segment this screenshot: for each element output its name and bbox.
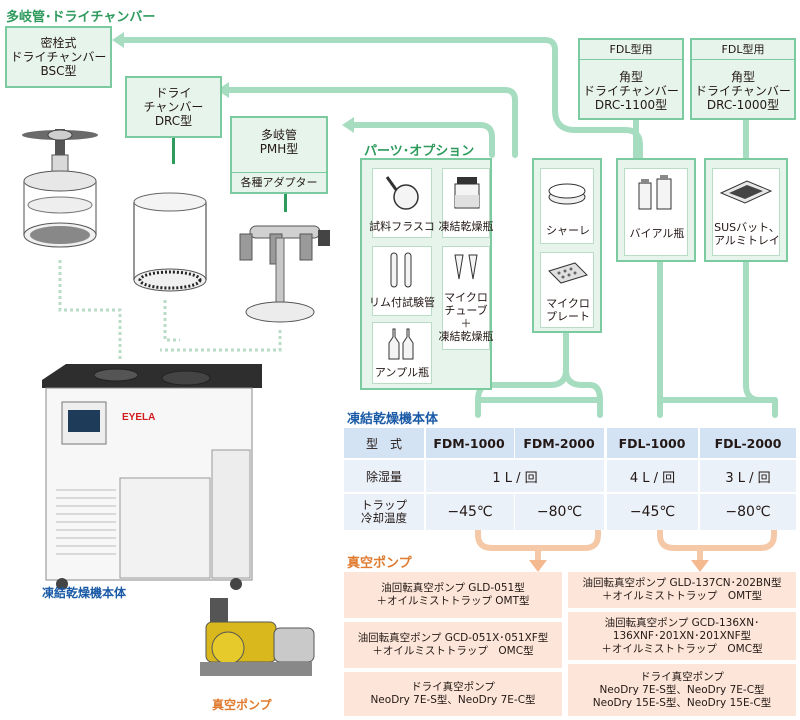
ampoule-label: アンプル瓶 <box>374 366 430 379</box>
part-petri: シャーレ <box>540 168 594 244</box>
pump-left-2: 油回転真空ポンプ GCD-051X･051XF型＋オイルミストトラップ OMC型 <box>344 622 562 668</box>
trap-temp-label: トラップ冷却温度 <box>361 498 407 525</box>
flask-label: 試料フラスコ <box>369 220 435 233</box>
flask-icon <box>385 176 419 210</box>
pump-right-1: 油回転真空ポンプ GLD-137CN･202BN型＋オイルミストトラップ OMT… <box>568 572 796 608</box>
microplate-icon <box>548 262 588 284</box>
model-fdm-1000: FDM-1000 <box>433 435 505 451</box>
drc-line-2: チャンバー <box>143 100 204 114</box>
dry-bottle-label: 凍結乾燥瓶 <box>438 220 494 233</box>
sus-tray-label: SUSバット、アルミトレイ <box>714 221 780 247</box>
pmh-manifold-label: 多岐管 PMH型 各種アダプター <box>230 116 328 194</box>
drc-chamber-label: ドライ チャンバー DRC型 <box>125 76 222 138</box>
bsc-line-1: 密栓式 <box>40 36 77 50</box>
pump-right-2: 油回転真空ポンプ GCD-136XN･136XNF･201XN･201XNF型＋… <box>568 612 796 660</box>
temp-fdl-2000: −80℃ <box>725 504 771 520</box>
main-unit-caption: 凍結乾燥機本体 <box>42 586 127 600</box>
drc1100-label: FDL型用 角型 ドライチャンバー DRC-1100型 <box>578 38 684 120</box>
model-fdl-2000: FDL-2000 <box>714 435 782 451</box>
drc1000-label: FDL型用 角型 ドライチャンバー DRC-1000型 <box>690 38 796 120</box>
vacuum-pump-section-title: 真空ポンプ <box>347 556 412 571</box>
drc1100-line-2: ドライチャンバー <box>583 84 679 98</box>
main-unit-section-title: 凍結乾燥機本体 <box>347 412 439 427</box>
pump-left-1: 油回転真空ポンプ GLD-051型＋オイルミストトラップ OMT型 <box>344 572 562 618</box>
microplate-label: マイクロプレート <box>546 297 590 323</box>
drc1100-tag: FDL型用 <box>580 43 682 60</box>
micro-tube-icon <box>454 254 478 280</box>
part-micro-tube: マイクロチューブ＋凍結乾燥瓶 <box>439 246 494 350</box>
petri-icon <box>548 183 586 205</box>
bsc-chamber-label: 密栓式 ドライチャンバー BSC型 <box>5 26 112 88</box>
capacity-fdl-2000: 3 L / 回 <box>725 470 771 486</box>
rim-tube-icon <box>390 252 412 288</box>
part-ampoule: アンプル瓶 <box>372 322 432 384</box>
part-flask: 試料フラスコ <box>369 168 435 238</box>
bsc-line-3: BSC型 <box>40 64 77 78</box>
capacity-fdl-1000: 4 L / 回 <box>629 470 676 486</box>
freeze-dryer-unit-image: EYELA <box>42 364 262 590</box>
pmh-line-2: PMH型 <box>259 142 299 156</box>
vacuum-pump-image <box>200 598 315 676</box>
rim-tube-label: リム付試験管 <box>369 296 435 309</box>
temp-fdm-2000: −80℃ <box>536 504 583 520</box>
part-sus-tray: SUSバット、アルミトレイ <box>712 168 780 256</box>
part-microplate: マイクロプレート <box>540 252 594 328</box>
parts-options-title: パーツ･オプション <box>364 144 475 159</box>
drc-line-1: ドライ <box>155 86 192 100</box>
spec-table: 型 式 FDM-1000 FDM-2000 FDL-1000 FDL-2000 … <box>344 428 796 530</box>
pump-caption: 真空ポンプ <box>212 698 272 712</box>
drc1100-line-3: DRC-1100型 <box>594 98 668 112</box>
drc1000-line-1: 角型 <box>730 70 755 84</box>
micro-tube-label: マイクロチューブ＋凍結乾燥瓶 <box>438 291 494 343</box>
pmh-line-1: 多岐管 <box>260 128 297 142</box>
model-fdm-2000: FDM-2000 <box>523 435 595 451</box>
temp-fdm-1000: −45℃ <box>447 504 493 520</box>
vial-icon <box>638 175 672 210</box>
drc-chamber-image <box>133 192 207 292</box>
sus-tray-icon <box>719 180 773 204</box>
model-fdl-1000: FDL-1000 <box>618 435 686 451</box>
capacity-label: 除湿量 <box>365 469 402 484</box>
petri-label: シャーレ <box>546 224 590 237</box>
drc1000-line-3: DRC-1000型 <box>706 98 780 112</box>
bsc-chamber-image <box>22 129 98 248</box>
eyela-brand: EYELA <box>122 412 155 423</box>
pmh-adapter-label: 各種アダプター <box>232 172 326 189</box>
ampoule-icon <box>388 328 414 360</box>
part-dry-bottle: 凍結乾燥瓶 <box>439 168 494 238</box>
capacity-fdm: 1 L / 回 <box>492 470 538 486</box>
drc-line-3: DRC型 <box>154 114 193 128</box>
dry-bottle-icon <box>454 177 480 209</box>
model-header-label: 型 式 <box>365 436 402 451</box>
part-vial: バイアル瓶 <box>624 168 688 256</box>
drc1000-line-2: ドライチャンバー <box>695 84 791 98</box>
pmh-manifold-image <box>239 225 330 323</box>
temp-fdl-1000: −45℃ <box>629 504 676 520</box>
drc1100-line-1: 角型 <box>618 70 643 84</box>
vial-label: バイアル瓶 <box>629 227 685 240</box>
bsc-line-2: ドライチャンバー <box>10 50 107 64</box>
part-rim-tube: リム付試験管 <box>369 246 435 316</box>
drc1000-tag: FDL型用 <box>692 43 794 60</box>
manifold-chamber-title: 多岐管･ドライチャンバー <box>6 10 156 25</box>
